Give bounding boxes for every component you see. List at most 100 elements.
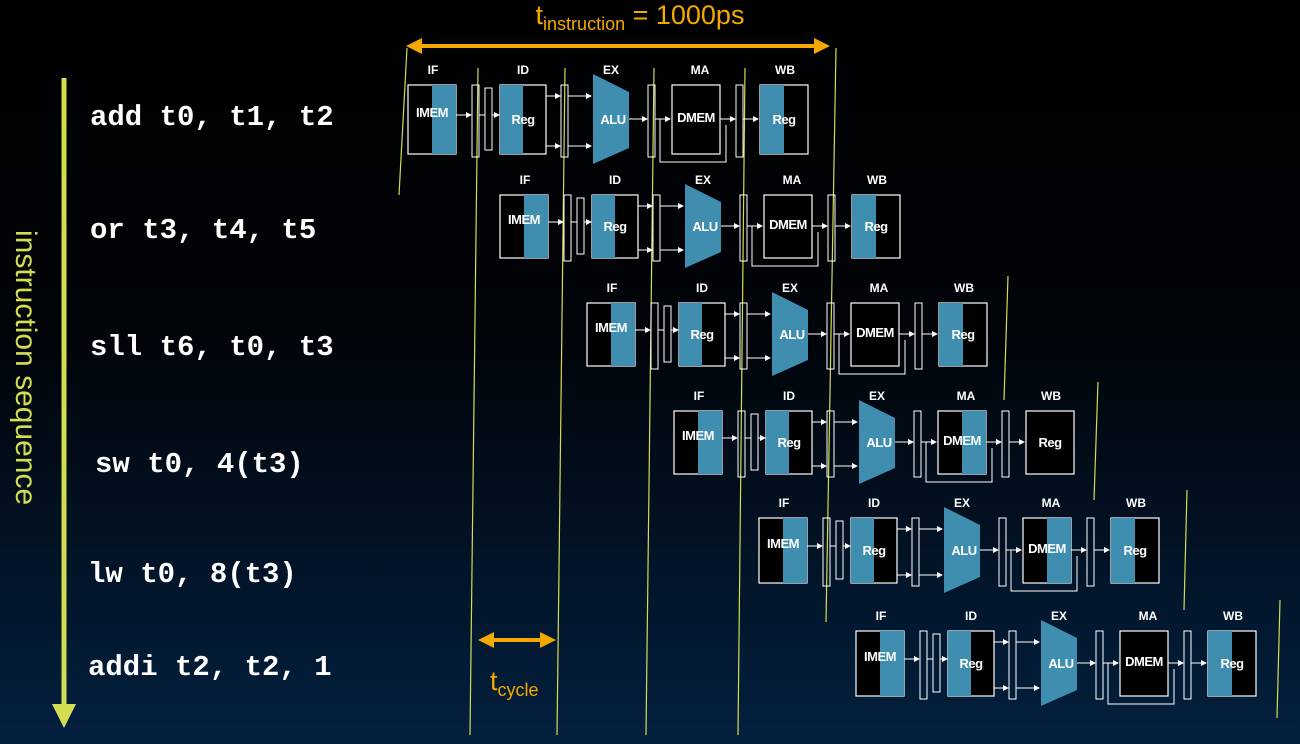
wb-regfile-fill <box>1208 631 1232 696</box>
stage-label-wb: WB <box>954 281 974 295</box>
pipeline-register <box>471 84 480 158</box>
bypass-wire <box>838 334 906 375</box>
pipeline-register <box>835 520 844 580</box>
dmem-label: DMEM <box>856 325 894 340</box>
dmem-fill <box>962 411 986 474</box>
t-instruction-value: = 1000ps <box>625 0 744 30</box>
t-cycle-t: t <box>490 666 498 696</box>
regfile-label: Reg <box>777 435 801 450</box>
stage-label-if: IF <box>876 609 887 623</box>
regfile-fill <box>592 195 615 258</box>
pipeline-register <box>750 413 759 471</box>
stage-label-ma: MA <box>1139 609 1158 623</box>
regfile-fill <box>679 303 702 366</box>
stage-label-wb: WB <box>1126 496 1146 510</box>
wb-regfile-label: Reg <box>1038 435 1062 450</box>
pipeline-register <box>998 517 1007 587</box>
bypass-wire <box>659 119 727 163</box>
stage-label-ex: EX <box>695 173 711 187</box>
t-cycle-sub: cycle <box>498 680 539 700</box>
dmem-box <box>671 84 721 155</box>
svg-text:tinstruction = 1000ps: tinstruction = 1000ps <box>536 0 745 34</box>
alu-shape <box>944 507 980 593</box>
imem-label: IMEM <box>508 212 540 227</box>
alu-shape <box>685 184 721 268</box>
pipeline-register <box>650 302 659 370</box>
wb-regfile-label: Reg <box>772 112 796 127</box>
wb-regfile-label: Reg <box>951 327 975 342</box>
t-instruction: tinstruction = 1000ps <box>406 0 830 54</box>
bypass-wire <box>925 442 993 483</box>
dmem-label: DMEM <box>1028 541 1066 556</box>
instruction-label: lw t0, 8(t3) <box>88 558 297 591</box>
instruction-label: addi t2, t2, 1 <box>88 651 332 684</box>
pipeline-register <box>919 630 928 700</box>
pipeline-register <box>576 197 585 255</box>
stage-label-ex: EX <box>782 281 798 295</box>
instruction-label: sw t0, 4(t3) <box>95 448 304 481</box>
stage-label-ma: MA <box>1042 496 1061 510</box>
pipeline-register <box>1001 410 1010 478</box>
bypass-wire <box>751 226 819 267</box>
stage-label-ma: MA <box>691 63 710 77</box>
t-instruction-t: t <box>536 0 544 30</box>
alu-shape <box>859 400 895 484</box>
regfile-label: Reg <box>959 656 983 671</box>
pipeline-register <box>647 84 656 158</box>
pipeline-register <box>739 302 748 370</box>
imem-fill <box>611 303 635 366</box>
imem-label: IMEM <box>864 649 896 664</box>
imem-fill <box>698 411 722 474</box>
wb-regfile-fill <box>760 85 784 154</box>
stage-label-id: ID <box>965 609 977 623</box>
regfile-label: Reg <box>603 219 627 234</box>
regfile-fill <box>851 518 874 583</box>
regfile-fill <box>948 631 971 696</box>
imem-label: IMEM <box>767 536 799 551</box>
regfile-label: Reg <box>862 543 886 558</box>
wb-regfile-fill <box>939 303 963 366</box>
stage-label-id: ID <box>609 173 621 187</box>
dmem-fill <box>1047 518 1071 583</box>
alu-label: ALU <box>866 435 891 450</box>
stage-label-ma: MA <box>870 281 889 295</box>
cycle-lines <box>398 47 1281 736</box>
pipeline-register <box>913 410 922 478</box>
stage-label-id: ID <box>868 496 880 510</box>
pipeline-register <box>663 305 672 363</box>
imem-fill <box>524 195 548 258</box>
dmem-label: DMEM <box>1125 654 1163 669</box>
bypass-wire <box>1010 550 1078 592</box>
pipeline-register <box>826 302 835 370</box>
stage-label-id: ID <box>517 63 529 77</box>
stage-label-ex: EX <box>1051 609 1067 623</box>
wb-regfile-label: Reg <box>864 219 888 234</box>
regfile-label: Reg <box>690 327 714 342</box>
stage-label-id: ID <box>783 389 795 403</box>
pipeline-register <box>652 194 661 262</box>
pipeline-register <box>735 84 744 158</box>
stage-label-if: IF <box>428 63 439 77</box>
pipeline-register <box>1095 630 1104 700</box>
pipeline-register <box>822 517 831 587</box>
stage-label-ex: EX <box>869 389 885 403</box>
pipeline-register <box>932 633 941 693</box>
stage-label-if: IF <box>520 173 531 187</box>
instruction-label: add t0, t1, t2 <box>90 101 334 134</box>
stage-label-id: ID <box>696 281 708 295</box>
regfile-fill <box>766 411 789 474</box>
imem-fill <box>880 631 904 696</box>
bypass-wire <box>1107 663 1175 705</box>
sequence-arrow-head <box>52 704 76 728</box>
instruction-list: add t0, t1, t2 or t3, t4, t5 sll t6, t0,… <box>88 101 334 684</box>
stage-label-ex: EX <box>954 496 970 510</box>
pipeline-register <box>484 87 493 151</box>
wb-regfile-box <box>1025 410 1075 475</box>
stage-label-if: IF <box>607 281 618 295</box>
